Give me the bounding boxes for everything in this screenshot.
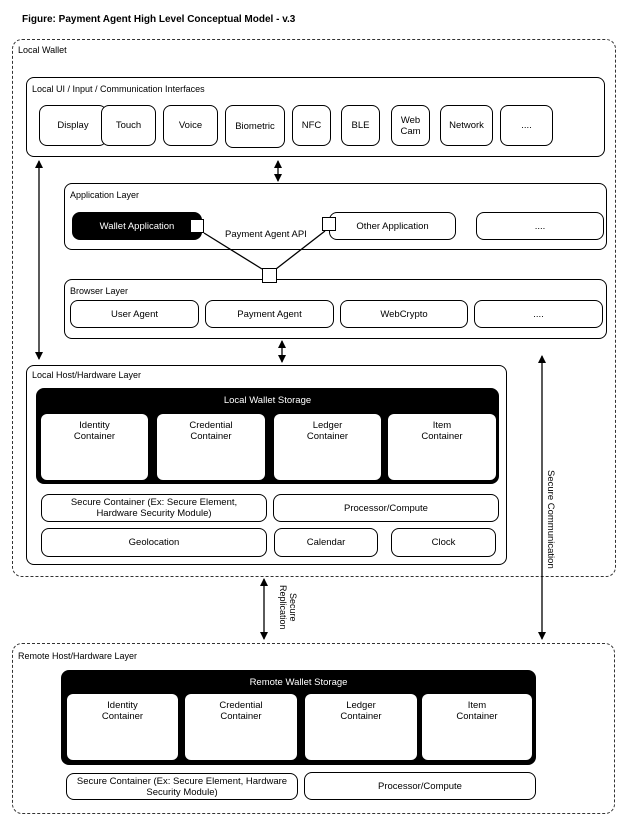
ui-layer-label: Local UI / Input / Communication Interfa… [32, 84, 205, 94]
local-identity-container: Identity Container [41, 414, 148, 480]
local-secure-container: Secure Container (Ex: Secure Element, Ha… [41, 494, 267, 522]
local-credential-container: Credential Container [157, 414, 265, 480]
remote-host-boundary [12, 643, 615, 814]
local-wallet-label: Local Wallet [18, 45, 67, 55]
local-host-layer-label: Local Host/Hardware Layer [32, 370, 142, 380]
other-application: Other Application [329, 212, 456, 240]
network-interface: Network [440, 105, 493, 146]
wallet-application: Wallet Application [72, 212, 202, 240]
payment-agent-api-port [262, 268, 277, 283]
nfc-interface: NFC [292, 105, 331, 146]
touch-interface: Touch [101, 105, 156, 146]
api-line-other [275, 230, 326, 270]
secure-replication-label: Secure Replication [278, 585, 298, 630]
user-agent: User Agent [70, 300, 199, 328]
remote-ledger-container: Ledger Container [305, 694, 417, 760]
local-wallet-boundary [12, 39, 616, 577]
secure-communication-label: Secure Communication [545, 470, 556, 569]
webcrypto: WebCrypto [340, 300, 468, 328]
local-wallet-storage-title: Local Wallet Storage [223, 395, 312, 406]
remote-item-container: Item Container [422, 694, 532, 760]
wallet-app-api-port [190, 219, 204, 233]
remote-secure-container: Secure Container (Ex: Secure Element, Ha… [66, 773, 298, 800]
local-processor: Processor/Compute [273, 494, 499, 522]
webcam-interface: Web Cam [391, 105, 430, 146]
remote-credential-container: Credential Container [185, 694, 297, 760]
calendar: Calendar [274, 528, 378, 557]
payment-agent: Payment Agent [205, 300, 334, 328]
application-layer-label: Application Layer [70, 190, 140, 200]
remote-identity-container: Identity Container [67, 694, 178, 760]
remote-processor: Processor/Compute [304, 772, 536, 800]
more-browser-items: .... [474, 300, 603, 328]
geolocation: Geolocation [41, 528, 267, 557]
clock: Clock [391, 528, 496, 557]
api-line-wallet [203, 232, 263, 270]
remote-host-label: Remote Host/Hardware Layer [18, 651, 138, 661]
payment-agent-api-label: Payment Agent API [224, 229, 308, 240]
local-item-container: Item Container [388, 414, 496, 480]
browser-layer-label: Browser Layer [70, 286, 129, 296]
ble-interface: BLE [341, 105, 380, 146]
voice-interface: Voice [163, 105, 218, 146]
remote-wallet-storage-title: Remote Wallet Storage [249, 677, 348, 688]
more-applications: .... [476, 212, 604, 240]
figure-title: Figure: Payment Agent High Level Concept… [22, 14, 296, 25]
more-interfaces: .... [500, 105, 553, 146]
other-app-api-port [322, 217, 336, 231]
biometric-interface: Biometric [225, 105, 285, 148]
local-ledger-container: Ledger Container [274, 414, 381, 480]
